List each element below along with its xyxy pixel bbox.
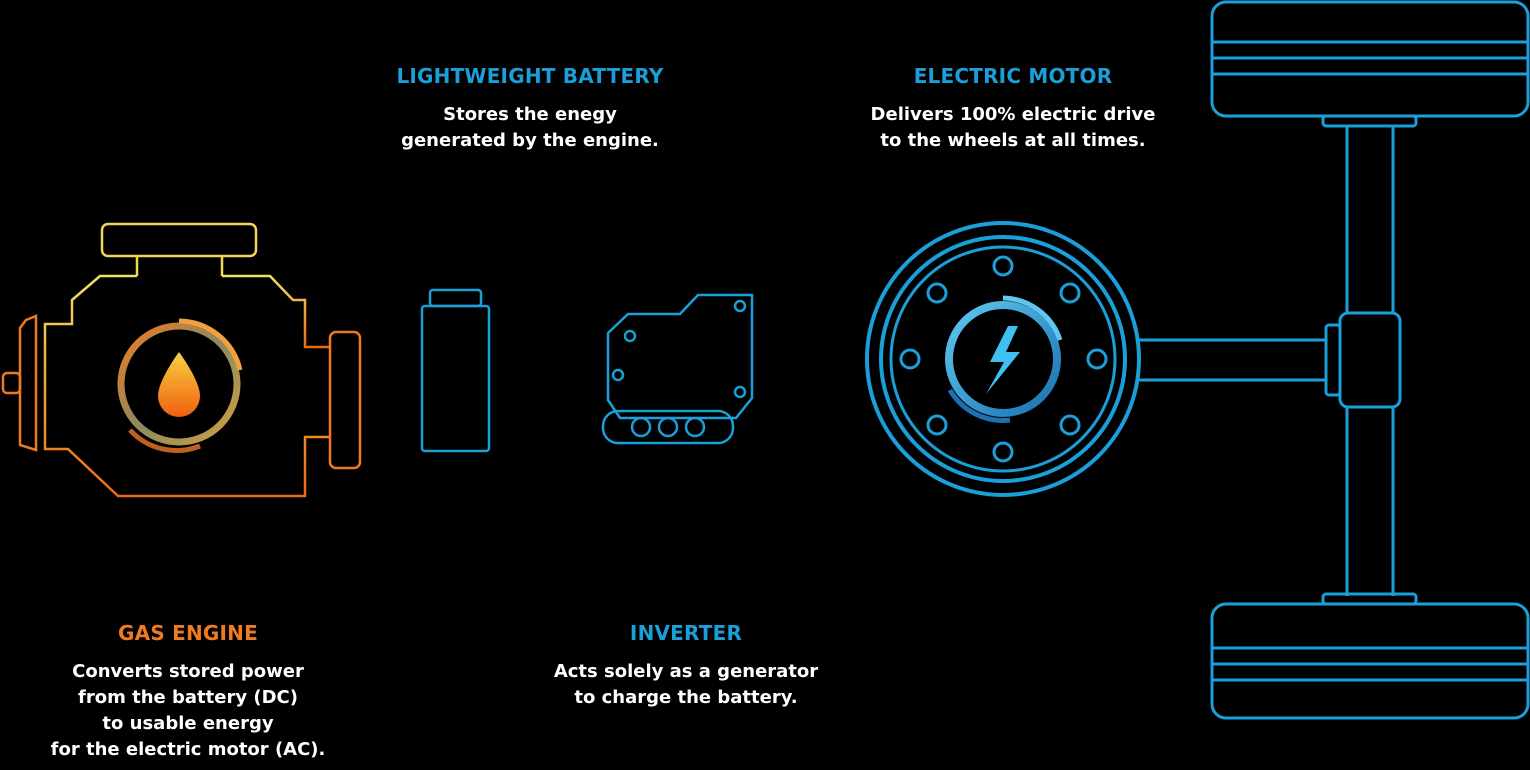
lightning-bolt-icon	[986, 326, 1020, 394]
motor-core-ring	[945, 295, 1063, 423]
inverter-label: INVERTER Acts solely as a generator to c…	[496, 621, 876, 711]
inverter-description: Acts solely as a generator to charge the…	[553, 661, 819, 708]
battery-title: LIGHTWEIGHT BATTERY	[396, 64, 664, 88]
inverter-title: INVERTER	[629, 621, 743, 645]
engine-gauge-ring	[117, 318, 243, 454]
fuel-drop-icon	[158, 352, 200, 417]
motor-title: ELECTRIC MOTOR	[913, 64, 1113, 88]
engine-icon	[1, 222, 362, 498]
motor-label: ELECTRIC MOTOR Delivers 100% electric dr…	[813, 64, 1213, 154]
engine-description: Converts stored power from the battery (…	[50, 661, 326, 760]
axle-wheels-icon	[1139, 0, 1530, 720]
engine-title: GAS ENGINE	[118, 621, 258, 645]
battery-description: Stores the enegy generated by the engine…	[401, 104, 659, 151]
battery-label: LIGHTWEIGHT BATTERY Stores the enegy gen…	[330, 64, 730, 154]
electric-motor-icon	[865, 221, 1141, 497]
inverter-icon	[601, 293, 754, 445]
motor-description: Delivers 100% electric drive to the whee…	[870, 104, 1156, 151]
battery-icon	[420, 288, 491, 453]
engine-label: GAS ENGINE Converts stored power from th…	[0, 621, 376, 763]
